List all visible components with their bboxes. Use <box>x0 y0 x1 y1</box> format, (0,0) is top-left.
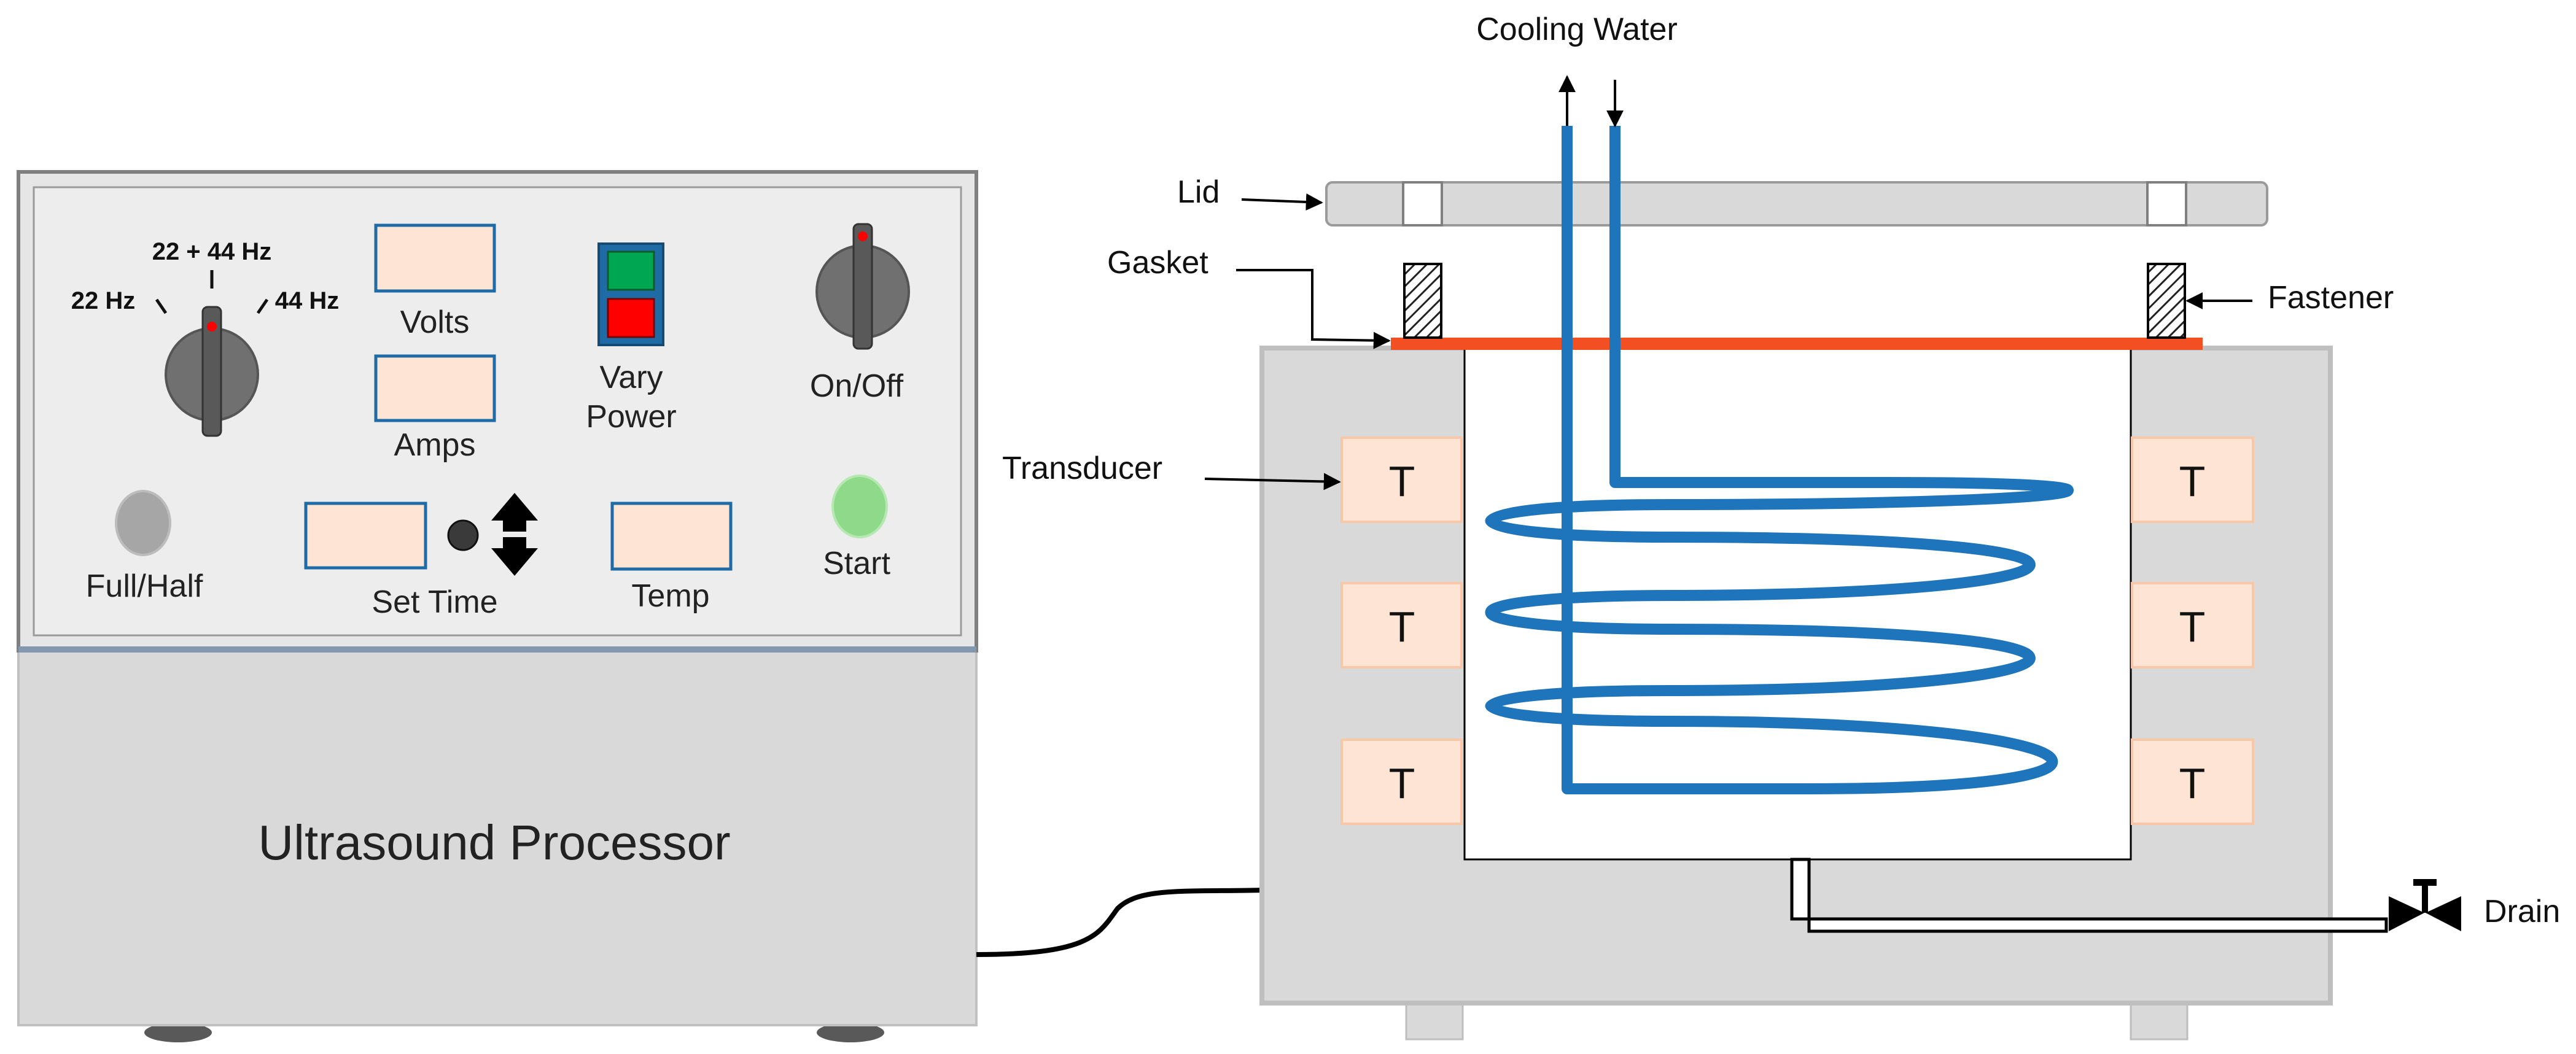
processor-body <box>17 646 978 1026</box>
transducer-right-2 <box>2131 582 2254 668</box>
freq-tick-left <box>155 298 168 314</box>
transducer-label: Transducer <box>1002 451 1162 486</box>
volts-display <box>374 223 496 293</box>
lid-arrow <box>1241 193 1323 211</box>
cooling-coil <box>1485 126 2074 794</box>
transducer-right-2-letter: T <box>2179 603 2206 651</box>
set-time-adjust-arrows[interactable] <box>491 493 538 576</box>
full-half-label: Full/Half <box>86 568 203 604</box>
on-off-knob[interactable] <box>815 223 910 350</box>
gasket-arrow <box>1236 269 1391 349</box>
start-button[interactable] <box>831 475 888 538</box>
processor-foot-left <box>144 1023 212 1042</box>
transducers: T T T T T T <box>1341 436 2254 825</box>
freq-tick-right <box>256 298 269 314</box>
on-off-label: On/Off <box>810 368 904 404</box>
fastener-left <box>1403 263 1442 339</box>
freq-label-dual: 22 + 44 Hz <box>152 238 272 265</box>
full-half-button[interactable] <box>115 490 171 556</box>
transducer-left-1 <box>1341 436 1463 523</box>
set-time-indicator-light <box>447 519 479 551</box>
cooling-water-label: Cooling Water <box>1476 12 1678 47</box>
fastener-right <box>2147 263 2186 339</box>
lid-label: Lid <box>1177 174 1220 210</box>
set-time-label: Set Time <box>372 584 497 620</box>
vary-power-up[interactable] <box>607 250 655 291</box>
ultrasound-processor: Ultrasound Processor 22 + 44 Hz 22 Hz 44… <box>17 170 978 1042</box>
freq-label-22: 22 Hz <box>71 287 136 314</box>
reactor-foot-right <box>2130 1001 2189 1040</box>
start-label: Start <box>823 546 890 581</box>
connecting-cable <box>976 888 1266 957</box>
vary-power-down[interactable] <box>607 298 655 338</box>
transducer-left-2 <box>1341 582 1463 668</box>
transducer-right-3-letter: T <box>2179 759 2206 807</box>
gasket-label: Gasket <box>1107 245 1208 281</box>
temp-display <box>610 502 733 571</box>
transducer-arrow <box>1204 473 1341 490</box>
set-time-display <box>304 502 427 570</box>
amps-label: Amps <box>394 427 476 463</box>
transducer-right-1 <box>2131 436 2254 523</box>
volts-label: Volts <box>400 304 470 340</box>
frequency-knob-indicator <box>207 322 217 331</box>
transducer-right-1-letter: T <box>2179 457 2206 505</box>
transducer-left-1-letter: T <box>1389 457 1415 505</box>
processor-foot-right <box>817 1023 884 1042</box>
callouts: Cooling Water Lid Gasket Fastener Transd… <box>1002 12 2560 929</box>
transducer-left-3-letter: T <box>1389 759 1415 807</box>
lid-slot-left <box>1402 181 1443 227</box>
ultrasound-reactor: T T T T T T <box>1259 126 2461 1040</box>
freq-label-44: 44 Hz <box>275 287 340 314</box>
drain-label: Drain <box>2484 894 2560 929</box>
amps-display <box>374 354 496 422</box>
transducer-left-2-letter: T <box>1389 603 1415 651</box>
processor-title: Ultrasound Processor <box>258 815 730 870</box>
fastener-label: Fastener <box>2268 280 2394 316</box>
on-off-knob-indicator <box>858 231 868 241</box>
lid <box>1325 181 2268 227</box>
drain-pipe <box>1790 858 2388 933</box>
transducer-right-3 <box>2131 738 2254 825</box>
transducer-left-3 <box>1341 738 1463 825</box>
temp-label: Temp <box>631 578 709 614</box>
reactor-foot-left <box>1405 1001 1464 1040</box>
frequency-knob[interactable] <box>165 306 259 437</box>
gasket <box>1391 338 2203 350</box>
drain-valve[interactable] <box>2389 879 2461 931</box>
vary-power-switch[interactable] <box>597 242 664 346</box>
vary-power-label-line2: Power <box>586 399 676 435</box>
vary-power-label-line1: Vary <box>599 360 663 395</box>
lid-slot-right <box>2146 181 2187 227</box>
